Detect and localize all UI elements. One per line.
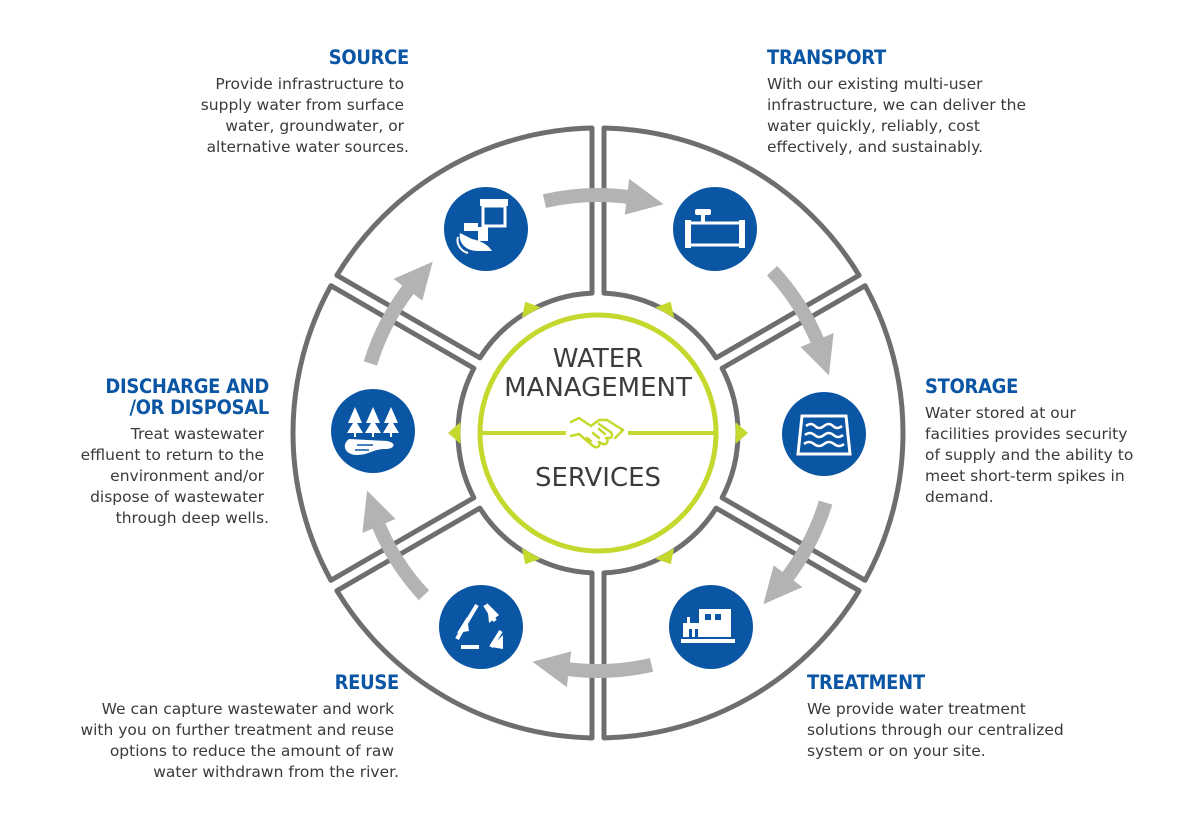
center-arrowhead <box>735 422 748 444</box>
source-title: SOURCE <box>329 47 409 69</box>
flow-arrow-reuse-to-discharge <box>362 490 430 601</box>
reuse-title: REUSE <box>335 672 399 694</box>
center-arrowhead <box>448 422 461 444</box>
center-title-line3: SERVICES <box>535 463 661 493</box>
trees-lake-icon <box>331 389 415 473</box>
center-arrowhead <box>655 548 675 565</box>
storage-title: STORAGE <box>925 376 1018 398</box>
flow-arrow-source-to-transport <box>542 178 664 215</box>
center-hub: WATER MANAGEMENT SERVICES <box>477 312 719 554</box>
source-description: Provide infrastructure to supply water f… <box>201 75 409 156</box>
treatment-description: We provide water treatment solutions thr… <box>807 700 1069 760</box>
transport-label-group: TRANSPORT With our existing multi-user i… <box>767 47 1031 156</box>
treatment-title: TREATMENT <box>807 672 925 694</box>
flow-arrows <box>362 178 834 688</box>
discharge-title-line1: DISCHARGE AND <box>105 376 269 398</box>
center-arrowheads <box>448 301 748 565</box>
recycle-icon <box>439 585 523 669</box>
storage-description: Water stored at our facilities provides … <box>925 404 1138 506</box>
flow-arrow-treatment-to-reuse <box>532 651 654 688</box>
treatment-plant-icon <box>669 585 753 669</box>
pipe-valve-icon <box>673 187 757 271</box>
source-label-group: SOURCE Provide infrastructure to supply … <box>201 47 410 156</box>
transport-title: TRANSPORT <box>767 47 886 69</box>
service-icons <box>331 187 866 669</box>
center-arrowhead <box>521 548 541 565</box>
reuse-description: We can capture wastewater and work with … <box>80 700 399 781</box>
center-arrowhead <box>655 301 675 318</box>
discharge-label-group: DISCHARGE AND /OR DISPOSAL Treat wastewa… <box>81 376 270 527</box>
flow-arrow-storage-to-treatment <box>763 500 833 605</box>
handshake-icon <box>569 416 625 449</box>
flow-arrow-discharge-to-source <box>363 261 433 366</box>
center-title-line2: MANAGEMENT <box>504 373 692 403</box>
flow-arrow-transport-to-storage <box>766 265 834 376</box>
water-intake-icon <box>444 187 528 271</box>
center-arrowhead <box>521 301 541 318</box>
reuse-label-group: REUSE We can capture wastewater and work… <box>80 672 399 781</box>
water-storage-icon <box>782 392 866 476</box>
storage-label-group: STORAGE Water stored at our facilities p… <box>925 376 1138 506</box>
discharge-title-line2: /OR DISPOSAL <box>129 397 269 419</box>
discharge-description: Treat wastewater effluent to return to t… <box>81 425 269 527</box>
center-title-line1: WATER <box>553 344 643 374</box>
treatment-label-group: TREATMENT We provide water treatment sol… <box>807 672 1069 760</box>
transport-description: With our existing multi-user infrastruct… <box>767 75 1031 156</box>
